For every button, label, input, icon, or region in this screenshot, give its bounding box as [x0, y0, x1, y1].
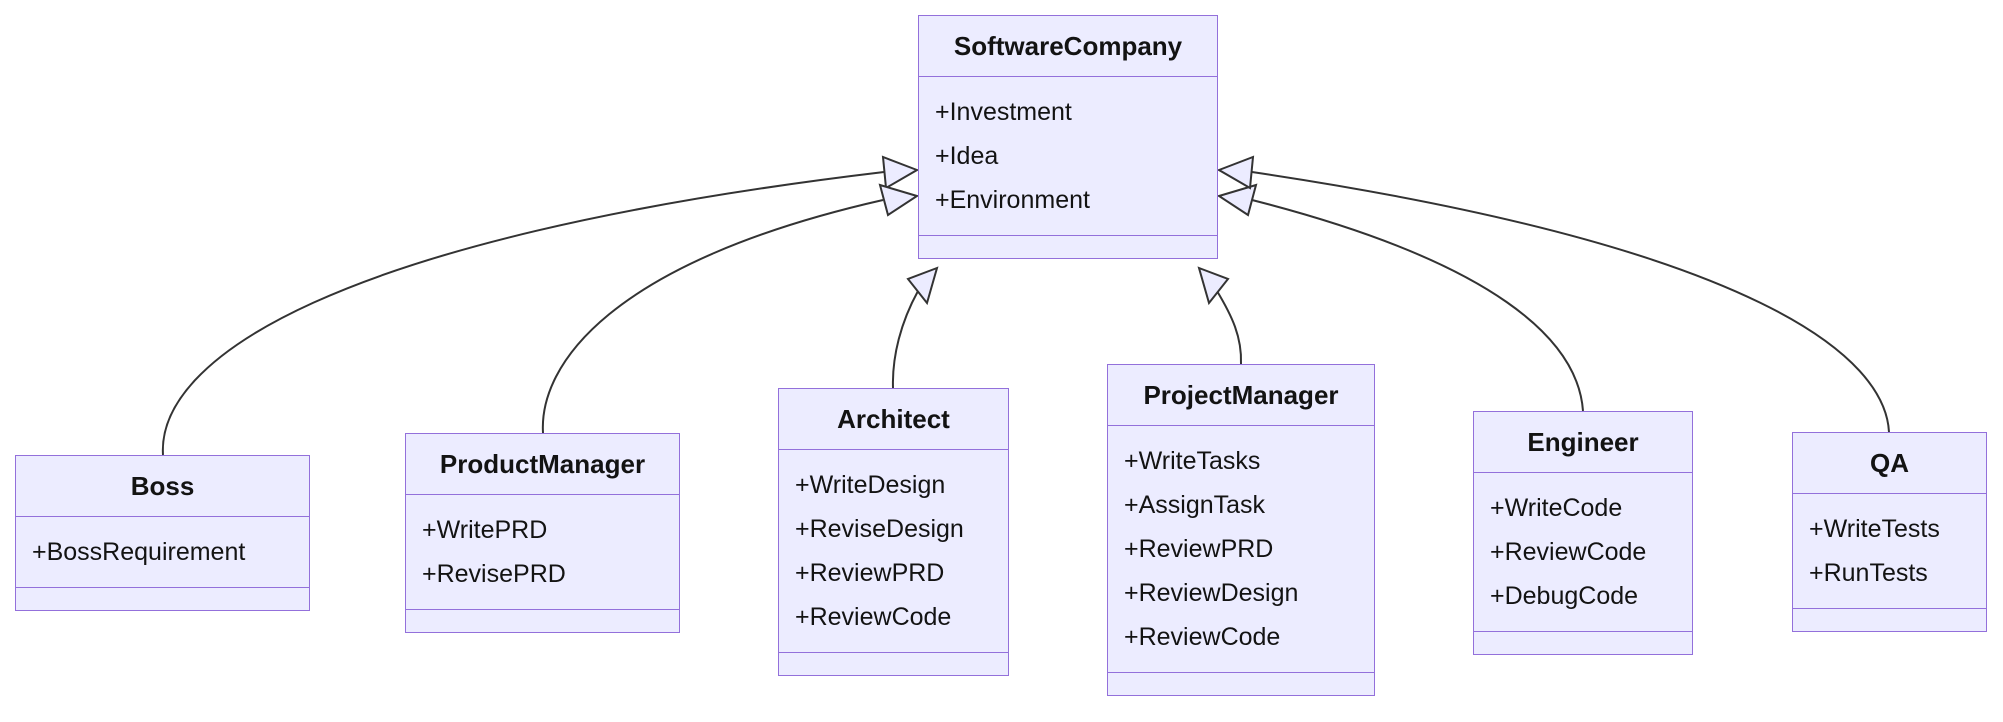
inheritance-arrowhead-projectmanager-icon [1197, 266, 1230, 306]
class-attributes: +WriteTests +RunTests [1793, 494, 1986, 609]
class-title: ProjectManager [1108, 365, 1374, 426]
class-architect: Architect +WriteDesign +ReviseDesign +Re… [778, 388, 1009, 676]
class-attributes: +WritePRD +RevisePRD [406, 495, 679, 610]
edge-boss-to-softwarecompany [161, 171, 885, 456]
class-title: ProductManager [406, 434, 679, 495]
edge-projectmanager-to-softwarecompany [1216, 290, 1243, 365]
class-attribute: +WriteDesign [795, 471, 946, 499]
class-methods-empty [779, 653, 1008, 675]
class-title: SoftwareCompany [919, 16, 1217, 77]
class-projectmanager: ProjectManager +WriteTasks +AssignTask +… [1107, 364, 1375, 696]
class-attribute: +ReviseDesign [795, 515, 964, 543]
class-attribute: +WritePRD [422, 516, 548, 544]
class-title: Engineer [1474, 412, 1692, 473]
edge-architect-to-softwarecompany [891, 290, 919, 389]
class-attribute: +WriteTests [1809, 515, 1940, 543]
class-methods-empty [16, 588, 309, 610]
inheritance-arrowhead-architect-icon [906, 266, 939, 306]
class-engineer: Engineer +WriteCode +ReviewCode +DebugCo… [1473, 411, 1693, 655]
class-attributes: +BossRequirement [16, 517, 309, 588]
class-attribute: +WriteTasks [1124, 447, 1261, 475]
inheritance-arrowhead-boss-icon [881, 155, 920, 190]
class-softwarecompany: SoftwareCompany +Investment +Idea +Envir… [918, 15, 1218, 259]
inheritance-arrowhead-engineer-icon [1216, 183, 1258, 217]
class-attribute: +Environment [935, 186, 1090, 214]
class-attribute: +Idea [935, 142, 999, 170]
class-attribute: +ReviewCode [795, 603, 952, 631]
class-attribute: +ReviewPRD [795, 559, 945, 587]
class-attribute: +Investment [935, 98, 1072, 126]
class-attribute: +ReviewDesign [1124, 579, 1299, 607]
class-title: Boss [16, 456, 309, 517]
class-attribute: +WriteCode [1490, 494, 1623, 522]
class-methods-empty [919, 236, 1217, 258]
class-boss: Boss +BossRequirement [15, 455, 310, 611]
class-attribute: +DebugCode [1490, 582, 1639, 610]
class-attribute: +RevisePRD [422, 560, 566, 588]
class-attribute: +BossRequirement [32, 538, 246, 566]
class-methods-empty [1108, 673, 1374, 695]
class-attributes: +Investment +Idea +Environment [919, 77, 1217, 236]
class-attribute: +ReviewCode [1490, 538, 1647, 566]
class-attributes: +WriteCode +ReviewCode +DebugCode [1474, 473, 1692, 632]
class-attribute: +ReviewCode [1124, 623, 1281, 651]
inheritance-arrowhead-productmanager-icon [878, 183, 920, 217]
class-methods-empty [1793, 609, 1986, 631]
class-attribute: +ReviewPRD [1124, 535, 1274, 563]
class-attributes: +WriteDesign +ReviseDesign +ReviewPRD +R… [779, 450, 1008, 653]
class-methods-empty [406, 610, 679, 632]
class-attribute: +AssignTask [1124, 491, 1266, 519]
class-productmanager: ProductManager +WritePRD +RevisePRD [405, 433, 680, 633]
class-methods-empty [1474, 632, 1692, 654]
class-title: Architect [779, 389, 1008, 450]
class-qa: QA +WriteTests +RunTests [1792, 432, 1987, 632]
inheritance-arrowhead-qa-icon [1216, 155, 1255, 190]
class-attribute: +RunTests [1809, 559, 1928, 587]
class-title: QA [1793, 433, 1986, 494]
class-attributes: +WriteTasks +AssignTask +ReviewPRD +Revi… [1108, 426, 1374, 673]
